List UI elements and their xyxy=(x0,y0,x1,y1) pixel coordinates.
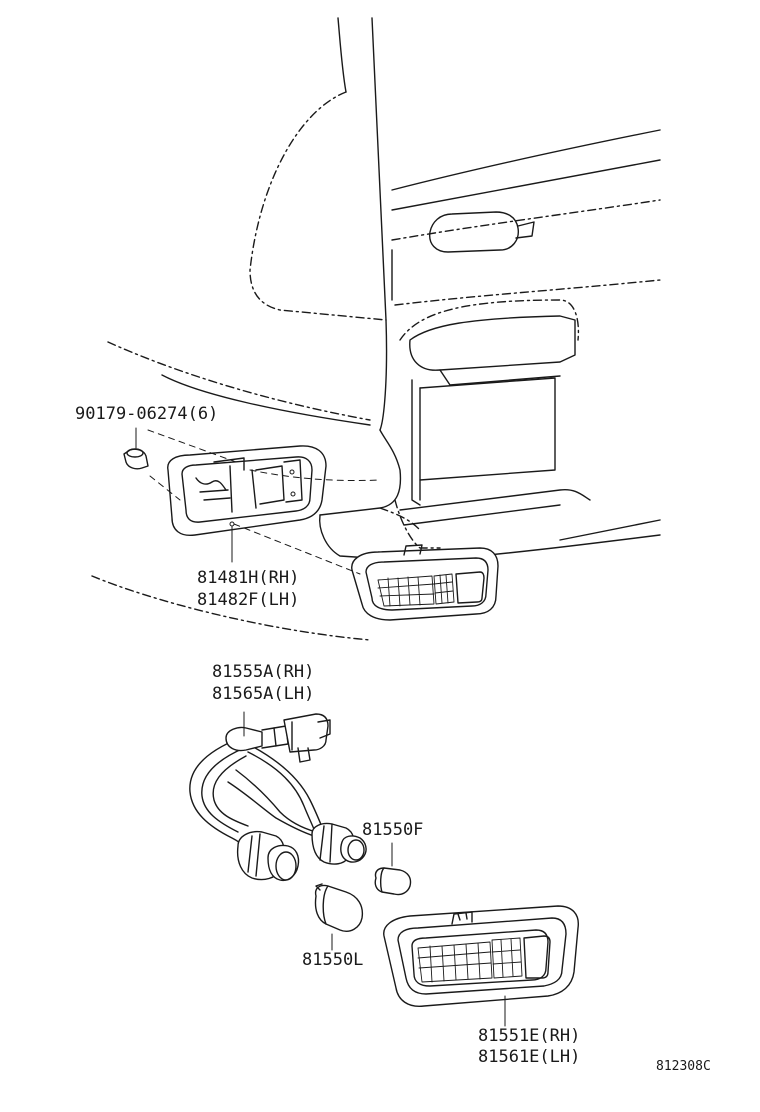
label-bulb-large: 81550L xyxy=(302,950,364,970)
socket-wire-harness xyxy=(189,713,367,882)
label-bulb-small: 81550F xyxy=(362,820,424,840)
label-gasket-rh: 81481H(RH) xyxy=(197,568,300,588)
label-socket-lh: 81565A(LH) xyxy=(212,684,315,704)
side-marker-lamp-assembly xyxy=(383,905,579,1007)
small-bulb xyxy=(374,867,412,896)
diagram-code: 812308C xyxy=(656,1059,711,1074)
label-nut: 90179-06274(6) xyxy=(75,404,219,424)
gasket-retainer xyxy=(167,445,327,537)
label-lamp-rh: 81551E(RH) xyxy=(478,1026,581,1046)
installed-lamp-on-vehicle xyxy=(351,544,499,621)
large-bulb xyxy=(314,883,364,932)
leader-lines xyxy=(135,427,506,1027)
label-lamp-lh: 81561E(LH) xyxy=(478,1047,581,1067)
nut-part xyxy=(123,448,149,470)
label-gasket-lh: 81482F(LH) xyxy=(197,590,300,610)
vehicle-body-outline xyxy=(91,17,661,641)
label-socket-rh: 81555A(RH) xyxy=(212,662,315,682)
